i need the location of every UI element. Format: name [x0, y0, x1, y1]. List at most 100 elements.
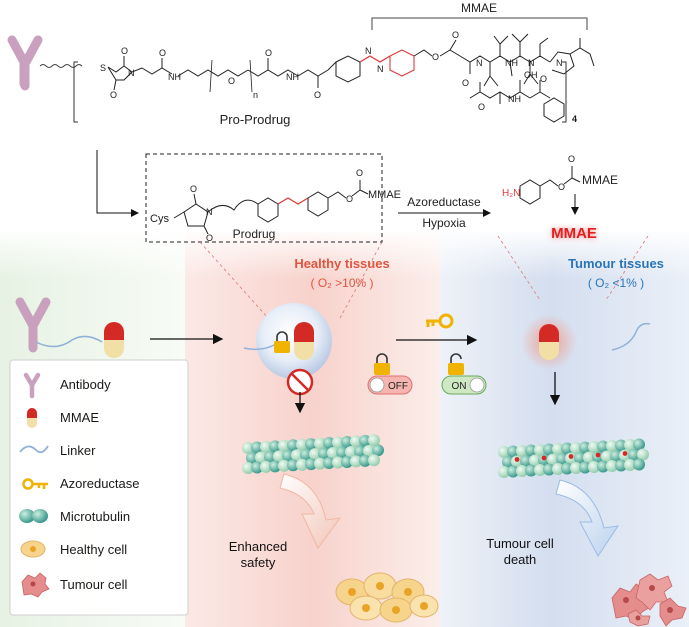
microtubule-bead: [637, 448, 649, 461]
microtubule-bead: [323, 437, 335, 450]
atom-nh-tail: NH: [508, 94, 521, 104]
microtubule-bead: [502, 456, 514, 468]
microtubule-bead: [323, 457, 335, 470]
microtubule-bead: [296, 458, 308, 471]
microtubule-bead: [350, 435, 362, 448]
microtubule-bead: [242, 462, 254, 474]
microtubule-bead: [574, 452, 586, 464]
microtubule-bead: [552, 443, 564, 455]
atom-o-tail1: O: [478, 102, 485, 112]
amine-label: H₂N: [502, 188, 520, 199]
microtubule-bead: [516, 465, 528, 477]
microtubule-bead: [305, 438, 317, 451]
healthy-oxygen: ( O₂ >10% ): [310, 276, 373, 290]
microtubule-bead: [287, 439, 299, 452]
bound-mmae-dot: [568, 454, 574, 459]
microtubule-bead: [260, 440, 272, 453]
legend-label-mmae: MMAE: [60, 410, 99, 425]
pro-prodrug-structure: 4 MMAE S O O N O NH n O O: [7, 1, 595, 127]
microtubule-bead: [350, 455, 362, 468]
guide-lines: [199, 235, 649, 319]
atom-n-box: N: [206, 207, 213, 217]
atom-o-mmae1: O: [540, 74, 547, 84]
microtubule-bead: [332, 456, 344, 469]
healthy-cells-cluster: [335, 572, 439, 623]
atom-o7: O: [432, 52, 439, 62]
legend-label-antibody: Antibody: [60, 377, 111, 392]
microtubule-bead: [624, 439, 636, 451]
atom-oh: OH: [524, 70, 538, 80]
microtubule-bead: [273, 450, 285, 463]
microtubule-bead: [561, 462, 573, 475]
atom-n-mmae3: N: [556, 58, 563, 68]
key-icon: [426, 313, 454, 329]
microtubule-bead: [260, 460, 272, 473]
atom-o2: O: [110, 90, 117, 100]
atom-o8: O: [452, 30, 459, 40]
microtubule-bead: [318, 447, 330, 460]
microtubule-bead: [309, 448, 321, 461]
hypoxia-label: Hypoxia: [422, 216, 466, 230]
microtubule-bead: [287, 459, 299, 472]
microtubule-bead: [561, 442, 573, 455]
off-label: OFF: [388, 381, 408, 392]
microtubule-bead: [570, 462, 582, 474]
microtubule-bead: [336, 446, 348, 459]
microtubule-bead: [354, 445, 366, 458]
microtubule-bead: [507, 445, 519, 458]
legend-label-healthy-cell: Healthy cell: [60, 542, 127, 557]
microtubule-bead: [606, 460, 618, 472]
microtubule-bead: [570, 442, 582, 454]
microtubule-bead: [520, 455, 532, 467]
tumour-title: Tumour tissues: [568, 256, 664, 271]
on-label: ON: [452, 381, 467, 392]
tumour-released-mmae: [521, 314, 651, 370]
microtubule-bead: [525, 444, 537, 457]
off-switch: OFF: [367, 353, 413, 395]
atom-o-box3: O: [346, 194, 353, 204]
microtubule-bead: [345, 445, 357, 458]
atom-o1: O: [121, 46, 128, 56]
legend-label-microtubulin: Microtubulin: [60, 509, 130, 524]
peg-subscript: n: [253, 90, 258, 100]
reaction-arrow: Azoreductase Hypoxia: [398, 195, 491, 230]
microtubule-bead: [525, 464, 537, 477]
tumour-cells-cluster: [611, 573, 687, 627]
microtubule-bead: [597, 460, 609, 473]
tumour-curved-arrow: [555, 479, 620, 557]
microtubule-bead: [282, 449, 294, 462]
legend-box: [9, 359, 189, 616]
atom-n1: N: [128, 68, 135, 78]
legend-label-linker: Linker: [60, 443, 96, 458]
microtubule-bead: [534, 464, 546, 476]
tumour-panel-bg: [440, 232, 689, 627]
repeat-subscript: 4: [572, 114, 577, 124]
azo-bond: [359, 55, 391, 63]
microtubule-bead: [498, 466, 510, 478]
free-linker: [611, 322, 651, 351]
healthy-title: Healthy tissues: [294, 256, 389, 271]
atom-o-rel1: O: [558, 182, 565, 192]
atom-o-box1: O: [190, 184, 197, 194]
pro-prodrug-label: Pro-Prodrug: [220, 112, 291, 127]
legend-tumour-cell-icon: [21, 572, 50, 598]
healthy-outcome-2: safety: [241, 555, 276, 570]
healthy-outcome-1: Enhanced: [229, 539, 288, 554]
adc-icon: [15, 297, 124, 358]
healthy-panel-bg: [185, 232, 440, 627]
microtubule-bead: [534, 444, 546, 456]
azo-bond-box: [277, 197, 309, 205]
bound-mmae-dot: [514, 457, 520, 462]
microtubule-bead: [579, 461, 591, 474]
microtubule-bead: [278, 439, 290, 452]
microtubule-bead: [305, 458, 317, 471]
microtubule-bead: [332, 436, 344, 449]
atom-o3: O: [159, 48, 166, 58]
mmae-leaving-label: MMAE: [582, 173, 618, 187]
tumour-outcome-1: Tumour cell: [486, 536, 554, 551]
tumour-microtubule: [498, 438, 649, 478]
microtubule-bead: [363, 444, 375, 457]
healthy-curved-arrow: [279, 473, 342, 549]
atom-n-mmae1: N: [476, 58, 483, 68]
atom-azo-n1: N: [365, 46, 372, 56]
